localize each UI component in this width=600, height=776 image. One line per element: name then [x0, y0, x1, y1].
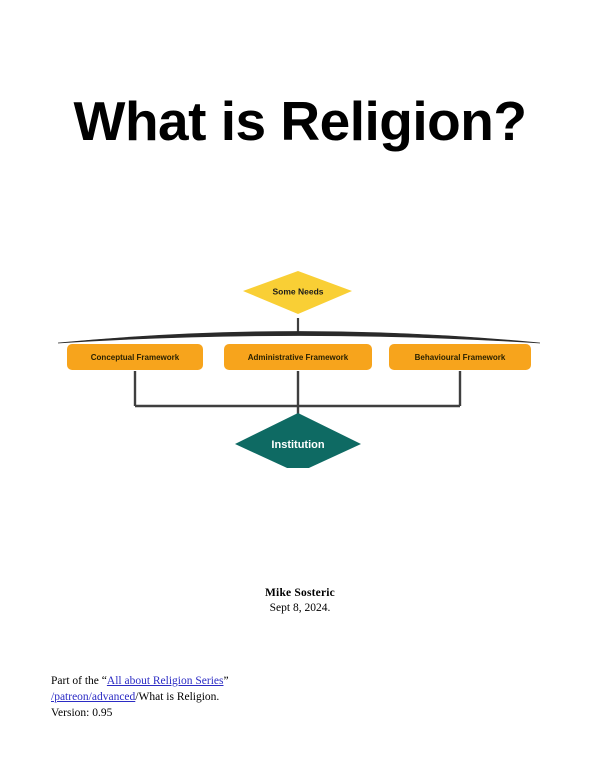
diagram-node-label-behavioural-framework: Behavioural Framework [415, 353, 506, 362]
diagram-node-conceptual-framework[interactable]: Conceptual Framework [67, 344, 203, 370]
patreon-advanced-link[interactable]: /patreon/advanced [51, 691, 136, 703]
diagram-node-behavioural-framework[interactable]: Behavioural Framework [389, 344, 531, 370]
diamond-shape-some-needs [243, 271, 352, 314]
page-title: What is Religion? [73, 90, 527, 152]
diamond-shape-institution [235, 413, 361, 468]
author-name: Mike Sosteric [265, 587, 335, 599]
footer-line-patreon: /patreon/advanced/What is Religion. [51, 689, 451, 705]
footer-block: Part of the “All about Religion Series” … [51, 673, 451, 721]
author-block: Mike Sosteric Sept 8, 2024. [0, 586, 600, 616]
footer-version: Version: 0.95 [51, 707, 113, 719]
author-date: Sept 8, 2024. [269, 602, 331, 614]
religion-structure-diagram: Some Needs Conceptual Framework Administ… [0, 258, 600, 468]
footer-line-series: Part of the “All about Religion Series” [51, 673, 451, 689]
diagram-node-label-institution: Institution [271, 439, 324, 451]
all-about-religion-series-link[interactable]: All about Religion Series [106, 675, 224, 687]
diagram-node-administrative-framework[interactable]: Administrative Framework [224, 344, 372, 370]
diagram-node-some-needs[interactable]: Some Needs [243, 271, 352, 314]
diagram-node-label-conceptual-framework: Conceptual Framework [91, 353, 180, 362]
diagram-node-institution[interactable]: Institution [235, 413, 361, 468]
box-shape-behavioural-framework [389, 344, 531, 370]
connector-arc [57, 331, 541, 344]
diagram-node-label-some-needs: Some Needs [272, 286, 323, 296]
diagram-node-label-administrative-framework: Administrative Framework [248, 353, 349, 362]
footer-patreon-suffix: /What is Religion. [135, 691, 220, 703]
footer-series-prefix: Part of the “ [51, 675, 107, 687]
box-shape-conceptual-framework [67, 344, 203, 370]
box-shape-administrative-framework [224, 344, 372, 370]
footer-series-suffix: ” [223, 675, 229, 687]
